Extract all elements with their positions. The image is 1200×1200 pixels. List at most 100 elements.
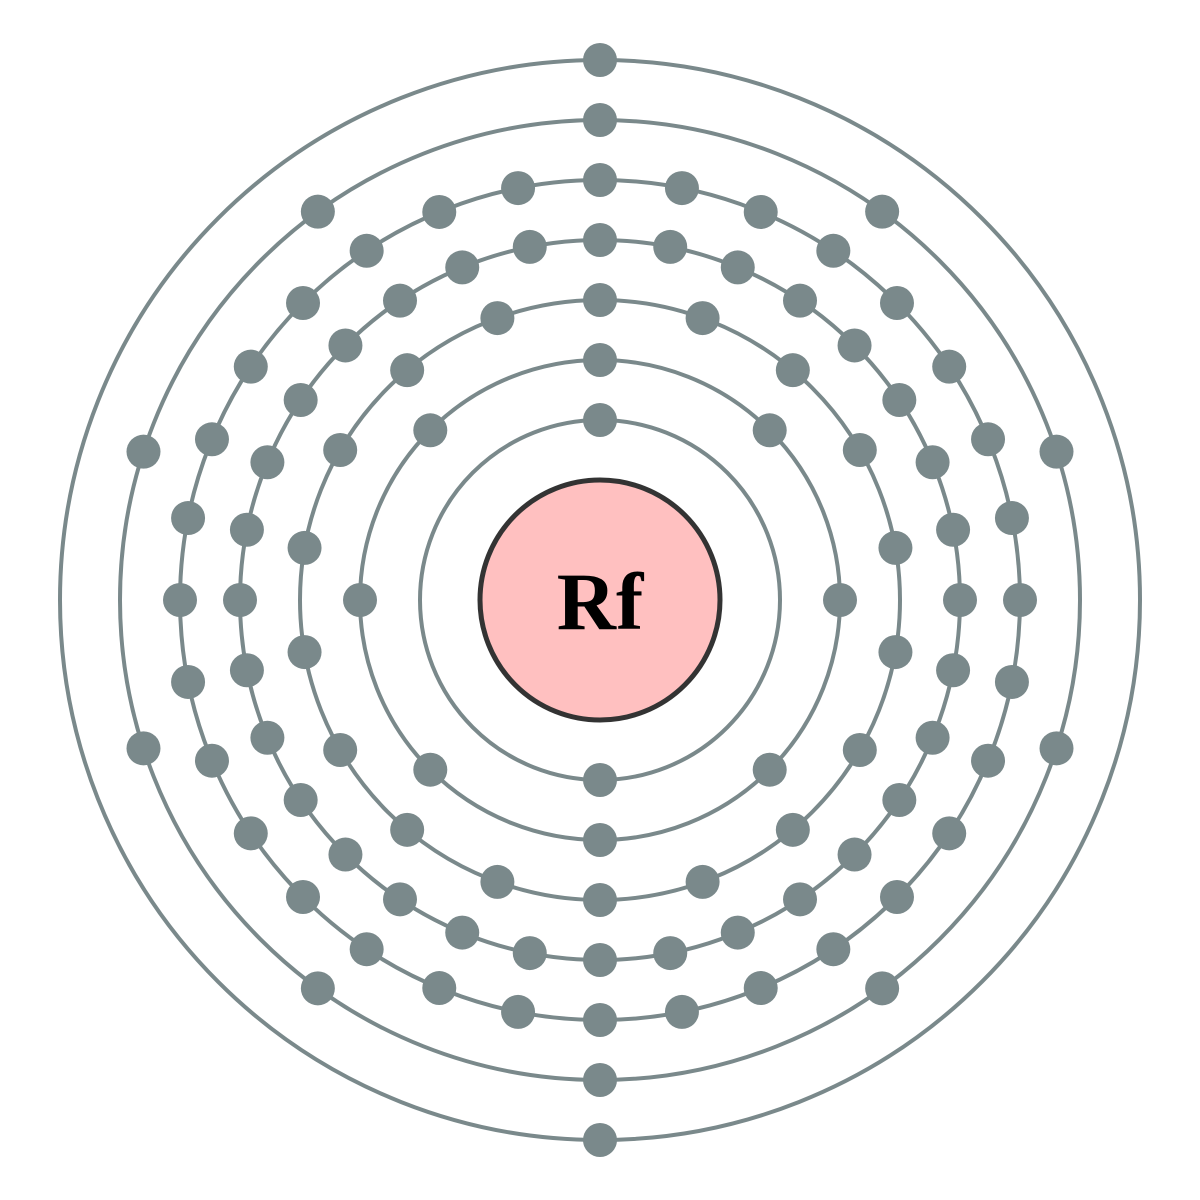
electron-shell-4	[936, 512, 971, 547]
electron-shell-4	[837, 837, 872, 872]
electron-shell-6	[583, 1063, 617, 1097]
electron-shell-4	[583, 223, 617, 257]
electron-shell-5	[233, 816, 268, 851]
electron-shell-5	[286, 879, 321, 914]
electron-shell-1	[583, 763, 617, 797]
electron-shell-2	[823, 583, 857, 617]
electron-shell-4	[783, 882, 818, 917]
electron-shell-3	[287, 635, 322, 670]
nucleus	[477, 477, 723, 723]
electron-shell-1	[583, 403, 617, 437]
electron-shell-5	[816, 932, 851, 967]
electron-shell-4	[720, 915, 755, 950]
electron-shell-5	[994, 664, 1029, 699]
electron-shell-6	[126, 731, 161, 766]
electron-shell-3	[480, 864, 515, 899]
electron-shell-6	[126, 434, 161, 469]
electron-shell-5	[171, 501, 206, 536]
electron-shell-3	[390, 812, 425, 847]
electron-shell-4	[882, 783, 917, 818]
electron-shell-3	[323, 733, 358, 767]
electron-shell-4	[223, 583, 257, 617]
electron-shell-4	[250, 720, 285, 755]
electron-shell-5	[501, 171, 536, 206]
electron-shell-5	[422, 194, 457, 229]
electron-shell-7	[583, 1123, 617, 1157]
electron-shell-4	[882, 382, 917, 417]
electron-shell-4	[283, 783, 318, 818]
electron-shell-5	[971, 422, 1006, 457]
electron-shell-5	[816, 233, 851, 268]
electron-shell-6	[300, 194, 335, 229]
electron-shell-4	[382, 283, 417, 318]
electron-shell-6	[865, 194, 900, 229]
electron-shell-5	[664, 171, 699, 206]
electron-shell-5	[583, 1003, 617, 1037]
electron-shell-2	[583, 343, 617, 377]
electron-shell-5	[743, 971, 778, 1006]
electron-shell-4	[653, 936, 688, 971]
electron-shell-6	[1039, 731, 1074, 766]
electron-shell-5	[349, 233, 384, 268]
electron-shell-5	[194, 422, 229, 457]
electron-shell-4	[936, 653, 971, 688]
electron-shell-5	[349, 932, 384, 967]
electron-shell-4	[328, 837, 363, 872]
electron-shell-5	[194, 743, 229, 778]
electron-shell-4	[653, 229, 688, 264]
electron-shell-4	[445, 915, 480, 950]
electron-shell-5	[879, 879, 914, 914]
electron-shell-5	[664, 994, 699, 1029]
electron-shell-4	[720, 250, 755, 285]
electron-shell-2	[583, 823, 617, 857]
electron-shell-4	[382, 882, 417, 917]
electron-shell-4	[229, 512, 264, 547]
electron-shell-3	[842, 433, 877, 467]
electron-shell-4	[783, 283, 818, 318]
electron-shell-4	[915, 445, 950, 480]
electron-shell-4	[328, 328, 363, 363]
electron-shell-5	[743, 194, 778, 229]
electron-shell-5	[163, 583, 197, 617]
electron-shell-6	[1039, 434, 1074, 469]
electron-shell-4	[283, 382, 318, 417]
electron-shell-4	[512, 229, 547, 264]
electron-shell-4	[512, 936, 547, 971]
electron-shell-3	[842, 733, 877, 767]
electron-shell-3	[583, 283, 617, 317]
electron-shell-5	[286, 286, 321, 321]
electron-shell-5	[583, 163, 617, 197]
electron-shell-4	[445, 250, 480, 285]
electron-shell-2	[413, 752, 448, 787]
electron-shell-6	[865, 971, 900, 1006]
electron-shell-5	[879, 286, 914, 321]
electron-shell-3	[685, 301, 720, 336]
electron-shell-5	[1003, 583, 1037, 617]
electron-shell-3	[878, 530, 913, 565]
electron-shell-4	[583, 943, 617, 977]
electron-shell-3	[583, 883, 617, 917]
electron-shell-2	[752, 752, 787, 787]
electron-shell-2	[413, 413, 448, 448]
element-symbol: Rf	[557, 556, 645, 647]
electron-shell-5	[422, 971, 457, 1006]
electron-shell-5	[932, 349, 967, 384]
electron-shell-5	[171, 664, 206, 699]
electron-shell-2	[343, 583, 377, 617]
electron-shell-3	[775, 812, 810, 847]
electron-shell-6	[583, 103, 617, 137]
electron-shell-3	[775, 353, 810, 388]
electron-shell-4	[837, 328, 872, 363]
electron-shell-2	[752, 413, 787, 448]
electron-shell-3	[480, 301, 515, 336]
electron-shell-5	[971, 743, 1006, 778]
electron-shell-7	[583, 43, 617, 77]
electron-shell-5	[994, 501, 1029, 536]
electron-shell-3	[685, 864, 720, 899]
electron-shell-5	[501, 994, 536, 1029]
electron-shell-3	[390, 353, 425, 388]
electron-shell-4	[943, 583, 977, 617]
electron-shell-6	[300, 971, 335, 1006]
electron-shell-5	[233, 349, 268, 384]
